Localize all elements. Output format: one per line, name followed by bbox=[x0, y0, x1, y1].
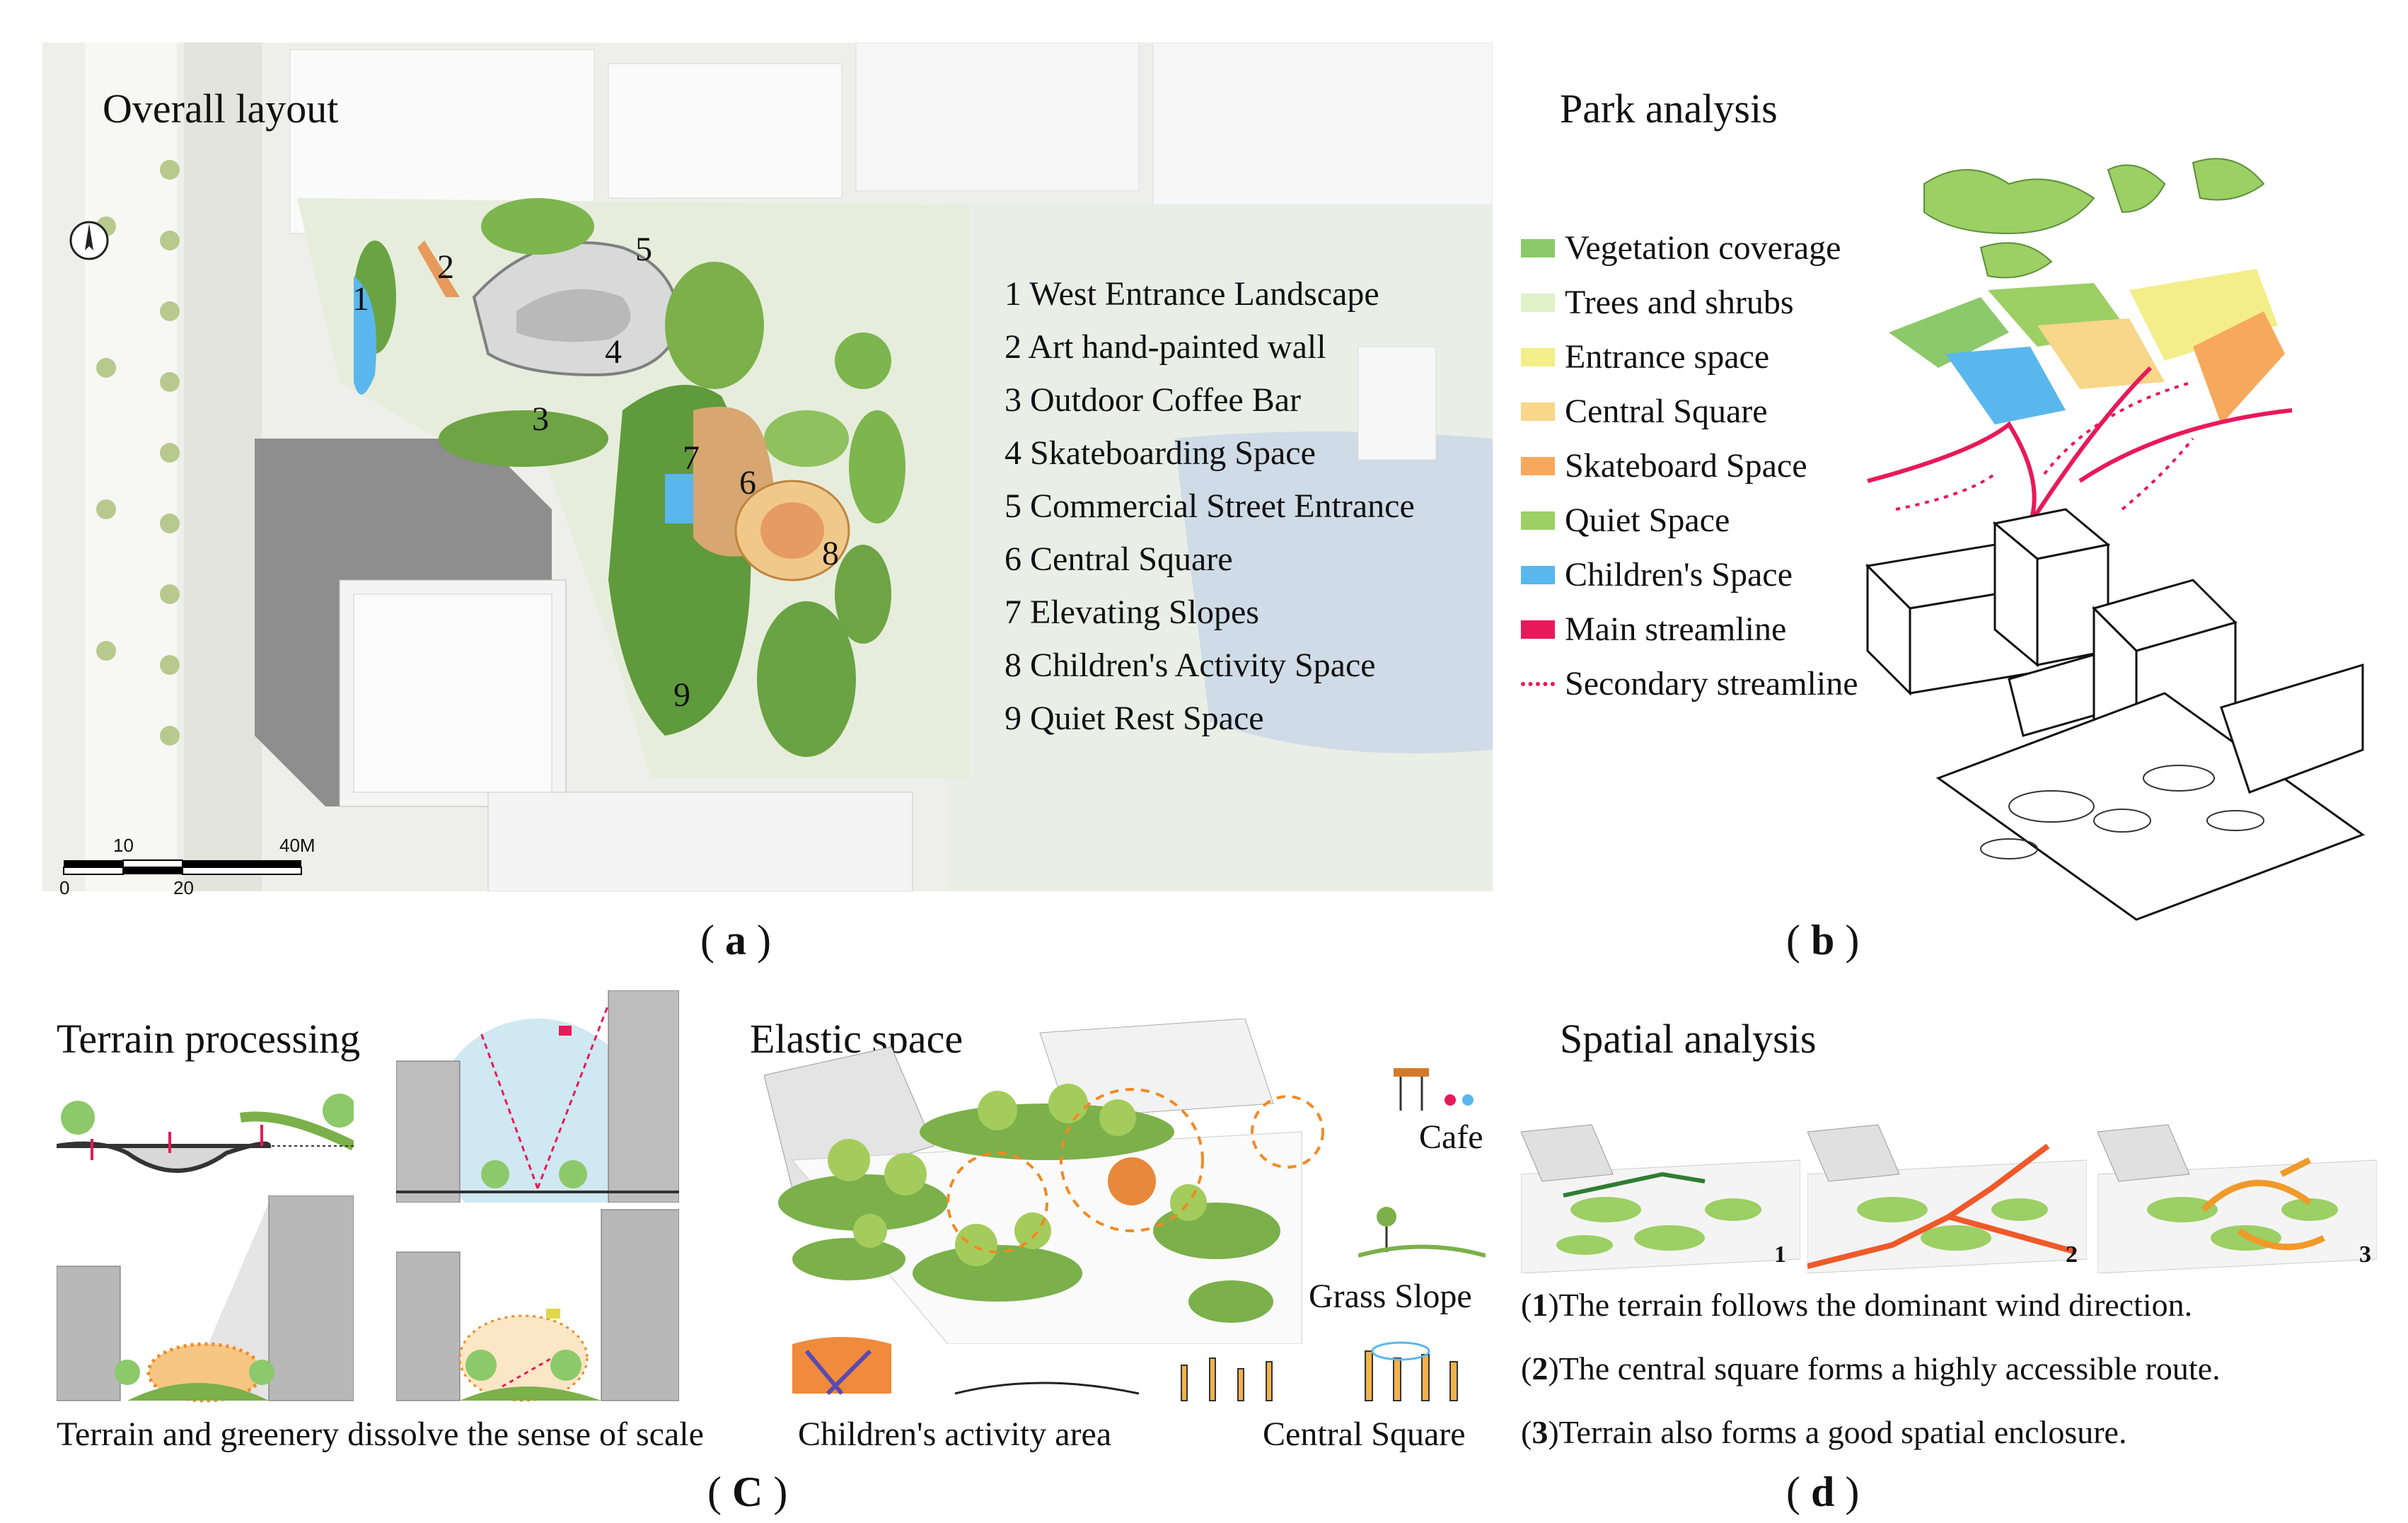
legend-entrance: Entrance space bbox=[1521, 330, 1858, 384]
spatial-thumb-1 bbox=[1521, 1124, 1800, 1273]
scale-label-0: 0 bbox=[59, 877, 70, 898]
spatial-statement-2: (2)The central square forms a highly acc… bbox=[1521, 1350, 2221, 1386]
map-marker-5: 5 bbox=[635, 231, 652, 268]
panel-a-title: Overall layout bbox=[103, 86, 339, 132]
terrain-section-diagram bbox=[57, 1094, 354, 1173]
panel-c-label: ( C ) bbox=[707, 1469, 788, 1515]
map-marker-8: 8 bbox=[822, 535, 839, 572]
greenery-scale-diagram-1 bbox=[57, 1195, 354, 1403]
spatial-statement-3: (3)Terrain also forms a good spatial enc… bbox=[1521, 1414, 2127, 1450]
legend-item: 6 Central Square bbox=[1005, 540, 1233, 578]
legend-skateboard: Skateboard Space bbox=[1521, 439, 1858, 493]
exploded-axonometric bbox=[1865, 158, 2366, 921]
map-marker-7: 7 bbox=[683, 439, 700, 477]
legend-quiet: Quiet Space bbox=[1521, 493, 1858, 548]
spatial-thumb-number-3: 3 bbox=[2359, 1241, 2371, 1268]
legend-item: 4 Skateboarding Space bbox=[1005, 434, 1316, 472]
scale-label-40m: 40M bbox=[279, 835, 316, 856]
panel-d-title: Spatial analysis bbox=[1560, 1016, 1817, 1062]
legend-item: 9 Quiet Rest Space bbox=[1005, 700, 1264, 737]
panel-c-caption: Terrain and greenery dissolve the sense … bbox=[57, 1415, 704, 1453]
elastic-title: Elastic space bbox=[750, 1016, 963, 1062]
map-marker-9: 9 bbox=[673, 676, 690, 714]
panel-b-title: Park analysis bbox=[1560, 86, 1778, 132]
site-plan-map bbox=[42, 42, 1493, 891]
legend-item: 1 West Entrance Landscape bbox=[1005, 275, 1379, 313]
legend-item: 5 Commercial Street Entrance bbox=[1005, 487, 1415, 525]
elastic-space-perspective bbox=[764, 1019, 1324, 1344]
cafe-vignette bbox=[1394, 1068, 1474, 1111]
central-square-label: Central Square bbox=[1263, 1415, 1466, 1453]
legend-item: 8 Children's Activity Space bbox=[1005, 647, 1376, 684]
greenery-scale-diagram-2 bbox=[396, 1209, 679, 1402]
children-area-label: Children's activity area bbox=[798, 1415, 1112, 1453]
legend-vegetation: Vegetation coverage bbox=[1521, 221, 1858, 275]
sightline-diagram bbox=[396, 990, 679, 1203]
north-arrow-icon bbox=[69, 221, 109, 260]
map-marker-6: 6 bbox=[739, 464, 756, 502]
legend-item: 7 Elevating Slopes bbox=[1005, 593, 1259, 631]
panel-b-label: ( b ) bbox=[1786, 917, 1860, 963]
legend-central-square: Central Square bbox=[1521, 384, 1858, 439]
park-legend: Vegetation coverage Trees and shrubs Ent… bbox=[1521, 221, 1858, 711]
panel-d-label: ( d ) bbox=[1786, 1469, 1860, 1515]
legend-children: Children's Space bbox=[1521, 548, 1858, 602]
spatial-thumb-3 bbox=[2097, 1124, 2377, 1273]
layout-legend: 1 West Entrance Landscape 2 Art hand-pai… bbox=[1005, 274, 1415, 752]
panel-c-title: Terrain processing bbox=[57, 1016, 361, 1062]
map-marker-1: 1 bbox=[352, 280, 369, 318]
map-marker-2: 2 bbox=[437, 248, 454, 286]
panel-a-label: ( a ) bbox=[700, 917, 771, 963]
map-marker-4: 4 bbox=[605, 333, 622, 371]
legend-item: 2 Art hand-painted wall bbox=[1005, 328, 1326, 366]
spatial-thumb-number-2: 2 bbox=[2066, 1241, 2078, 1268]
scale-label-20: 20 bbox=[173, 877, 194, 898]
children-area-vignette bbox=[792, 1337, 1140, 1396]
spatial-statement-1: (1)The terrain follows the dominant wind… bbox=[1521, 1287, 2193, 1323]
cafe-label: Cafe bbox=[1419, 1118, 1483, 1156]
legend-trees: Trees and shrubs bbox=[1521, 275, 1858, 330]
grass-slope-vignette bbox=[1358, 1207, 1486, 1258]
scale-bar bbox=[63, 859, 302, 875]
central-square-vignette bbox=[1181, 1341, 1458, 1401]
legend-secondary-streamline: Secondary streamline bbox=[1521, 656, 1858, 711]
spatial-thumb-2 bbox=[1807, 1124, 2087, 1273]
scale-label-10: 10 bbox=[113, 835, 134, 856]
grass-slope-label: Grass Slope bbox=[1309, 1278, 1472, 1315]
spatial-thumb-number-1: 1 bbox=[1774, 1241, 1786, 1268]
map-marker-3: 3 bbox=[532, 400, 549, 438]
legend-main-streamline: Main streamline bbox=[1521, 602, 1858, 656]
legend-item: 3 Outdoor Coffee Bar bbox=[1005, 381, 1302, 419]
